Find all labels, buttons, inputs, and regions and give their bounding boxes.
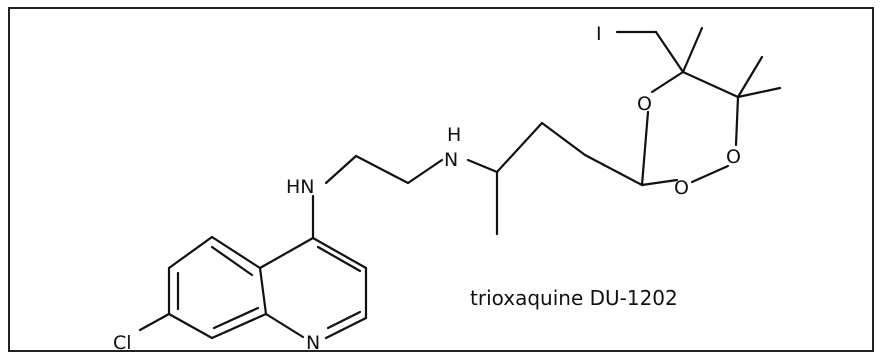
- atom-amine-nitrogen: N: [444, 149, 458, 171]
- atom-ring-oxygen-1: O: [637, 93, 652, 115]
- atom-ring-oxygen-3: O: [674, 177, 689, 199]
- atom-aryl-amine: HN: [286, 176, 315, 198]
- atom-quinoline-nitrogen: N: [306, 332, 320, 354]
- figure-frame: [8, 7, 874, 352]
- atom-ring-oxygen-2: O: [726, 146, 741, 168]
- atom-amine-hydrogen: H: [447, 124, 461, 146]
- atom-chlorine: Cl: [113, 332, 132, 354]
- atom-iodine: I: [596, 23, 602, 45]
- compound-caption: trioxaquine DU-1202: [470, 286, 678, 310]
- bond-lines: [138, 26, 782, 340]
